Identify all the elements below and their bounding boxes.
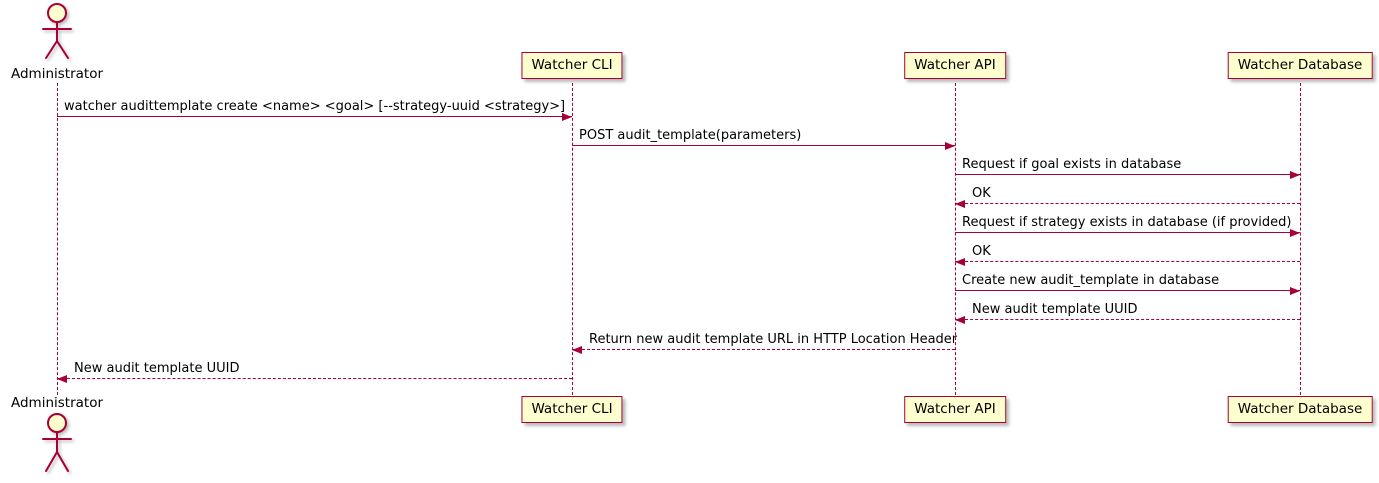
lifeline-watcher-database (1300, 83, 1301, 395)
message-5: Request if strategy exists in database (… (955, 213, 1300, 237)
message-8-line (955, 319, 1300, 320)
message-7-line (955, 290, 1300, 291)
message-10-line (57, 378, 572, 379)
message-9-label: Return new audit template URL in HTTP Lo… (589, 332, 958, 347)
actor-icon (35, 412, 79, 483)
arrowhead-right-icon (945, 142, 955, 150)
participant-watcher-cli-bottom: Watcher CLI (521, 396, 623, 423)
message-3: Request if goal exists in database (955, 155, 1300, 179)
message-8: New audit template UUID (955, 300, 1300, 324)
message-8-label: New audit template UUID (972, 302, 1138, 317)
participant-watcher-api-top: Watcher API (904, 52, 1006, 79)
actor-icon (35, 2, 79, 70)
actor-name-bottom: Administrator (10, 395, 104, 411)
arrowhead-left-icon (955, 316, 965, 324)
arrowhead-left-icon (572, 346, 582, 354)
participant-watcher-database-top: Watcher Database (1227, 52, 1373, 79)
message-10: New audit template UUID (57, 359, 572, 383)
message-4-line (955, 203, 1300, 204)
message-9-line (572, 349, 955, 350)
message-6-label: OK (972, 244, 991, 259)
arrowhead-right-icon (1290, 229, 1300, 237)
message-6: OK (955, 242, 1300, 266)
participant-watcher-cli-top: Watcher CLI (521, 52, 623, 79)
actor-name-top: Administrator (10, 66, 104, 82)
message-2-label: POST audit_template(parameters) (579, 128, 802, 143)
message-10-label: New audit template UUID (74, 361, 240, 376)
message-2-line (572, 145, 955, 146)
arrowhead-right-icon (562, 113, 572, 121)
message-4: OK (955, 184, 1300, 208)
arrowhead-right-icon (1290, 171, 1300, 179)
lifeline-watcher-api (955, 83, 956, 395)
message-1: watcher audittemplate create <name> <goa… (57, 97, 572, 121)
message-2: POST audit_template(parameters) (572, 126, 955, 150)
arrowhead-left-icon (955, 258, 965, 266)
message-9: Return new audit template URL in HTTP Lo… (572, 330, 958, 354)
message-1-line (57, 116, 572, 117)
participant-watcher-api-bottom: Watcher API (904, 396, 1006, 423)
participant-watcher-database-bottom: Watcher Database (1227, 396, 1373, 423)
message-3-line (955, 174, 1300, 175)
message-7: Create new audit_template in database (955, 271, 1300, 295)
message-3-label: Request if goal exists in database (962, 157, 1182, 172)
message-5-label: Request if strategy exists in database (… (962, 215, 1292, 230)
message-5-line (955, 232, 1300, 233)
message-7-label: Create new audit_template in database (962, 273, 1220, 288)
message-1-label: watcher audittemplate create <name> <goa… (64, 99, 566, 114)
arrowhead-right-icon (1290, 287, 1300, 295)
lifeline-watcher-cli (572, 83, 573, 395)
lifeline-administrator (57, 83, 58, 395)
arrowhead-left-icon (955, 200, 965, 208)
message-4-label: OK (972, 186, 991, 201)
arrowhead-left-icon (57, 375, 67, 383)
message-6-line (955, 261, 1300, 262)
